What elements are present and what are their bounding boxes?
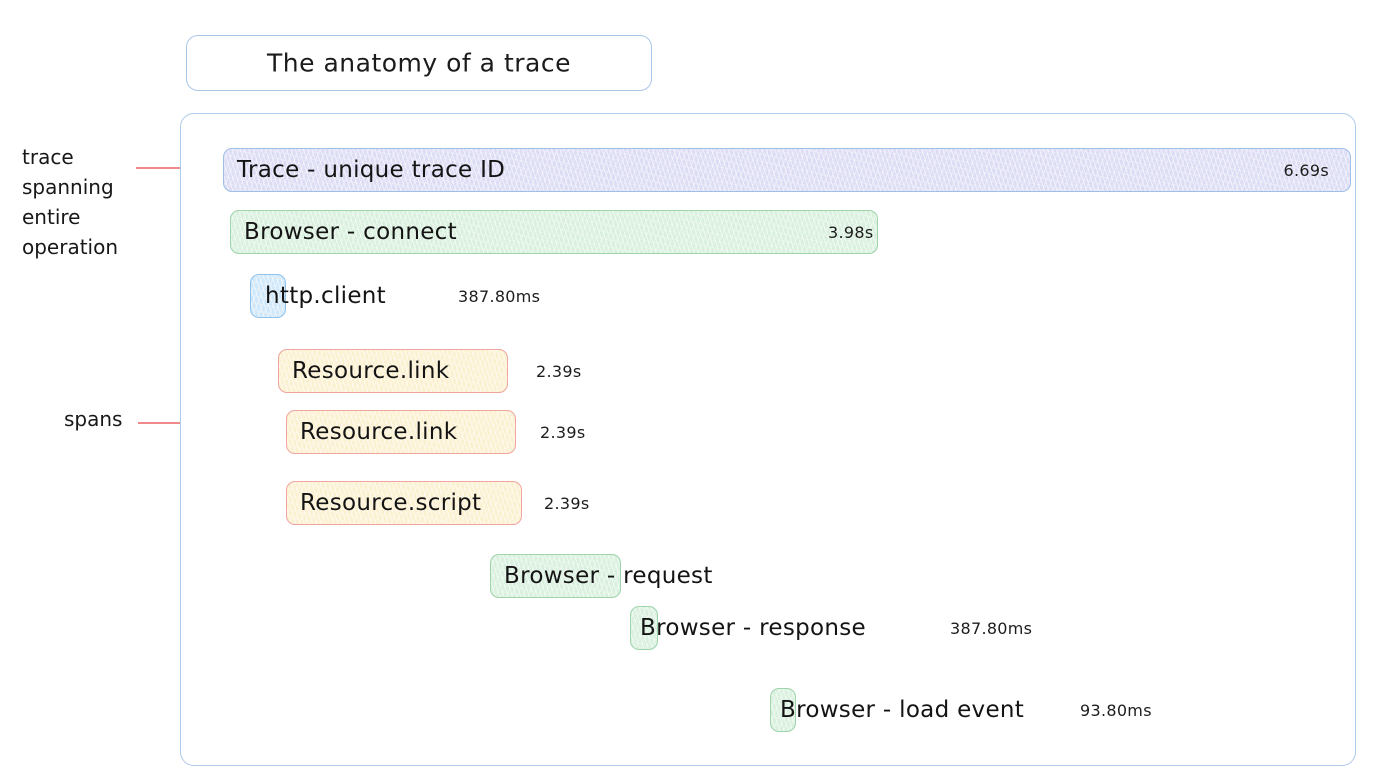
resource-link-duration-1: 2.39s [536,361,582,381]
browser-response-row[interactable]: Browser - response 387.80ms [630,606,1032,650]
spans-leader-line [138,422,210,424]
browser-load-row[interactable]: Browser - load event 93.80ms [770,688,1152,732]
page-title: The anatomy of a trace [267,48,571,78]
browser-connect-row[interactable]: Browser - connect 3.98s [230,210,878,254]
trace-annotation-label: trace spanning entire operation [22,145,119,259]
http-client-label: http.client [265,283,386,309]
http-client-duration: 387.80ms [458,286,541,306]
spans-annotation-label: spans [64,407,123,431]
resource-link-row-2[interactable]: Resource.link 2.39s [286,410,585,454]
resource-script-row[interactable]: Resource.script 2.39s [286,481,589,525]
trace-leader-line [136,167,208,169]
browser-request-label: Browser - request [504,563,713,589]
browser-load-duration: 93.80ms [1080,700,1152,720]
http-client-row[interactable]: http.client 387.80ms [250,274,540,318]
resource-script-label: Resource.script [300,490,482,516]
trace-duration: 6.69s [1283,160,1329,180]
browser-connect-duration: 3.98s [828,222,874,242]
resource-link-duration-2: 2.39s [540,422,586,442]
title-box: The anatomy of a trace [186,35,652,91]
browser-connect-label: Browser - connect [244,219,457,245]
resource-link-label-2: Resource.link [300,419,458,445]
trace-label: Trace - unique trace ID [237,157,506,183]
resource-script-duration: 2.39s [544,493,590,513]
browser-request-row[interactable]: Browser - request [490,554,712,598]
browser-load-label: Browser - load event [780,697,1025,723]
trace-row[interactable]: Trace - unique trace ID 6.69s [223,148,1351,192]
resource-link-row-1[interactable]: Resource.link 2.39s [278,349,581,393]
browser-response-duration: 387.80ms [950,618,1033,638]
browser-response-label: Browser - response [640,615,866,641]
resource-link-label-1: Resource.link [292,358,450,384]
